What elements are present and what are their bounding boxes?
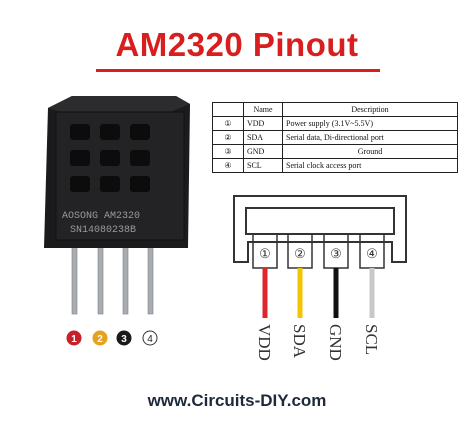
table-cell-number: ③ <box>212 144 244 159</box>
pin-badge-2-number: 2 <box>97 334 103 345</box>
title-underline <box>96 69 380 72</box>
table-row: ② SDA Serial data, Di-directional port <box>212 130 458 145</box>
page-title: AM2320 Pinout <box>115 26 359 63</box>
connector-pin-number-3: ③ <box>330 246 342 261</box>
vent-slot <box>70 150 90 166</box>
table-row: ① VDD Power supply (3.1V~5.5V) <box>212 116 458 131</box>
table-header-description: Description <box>282 102 458 117</box>
connector-pin-numbers: ① ② ③ ④ <box>259 246 378 261</box>
vent-slot <box>130 150 150 166</box>
wire-labels: VDD SDA GND SCL <box>255 324 381 361</box>
table-cell-name: VDD <box>243 116 283 131</box>
table-row: ④ SCL Serial clock access port <box>212 158 458 173</box>
connector-wires <box>262 268 375 318</box>
pin-badge-1-number: 1 <box>71 334 77 345</box>
sensor-lead-4 <box>147 237 154 315</box>
connector-pin-number-2: ② <box>294 246 306 261</box>
vent-slot <box>70 176 90 192</box>
table-header-row: Name Description <box>212 102 458 117</box>
table-cell-number: ④ <box>212 158 244 173</box>
sensor-leads <box>71 237 154 315</box>
sensor-lead-2 <box>97 237 104 315</box>
table-cell-number: ① <box>212 116 244 131</box>
wire-label-gnd: GND <box>326 324 345 361</box>
connector-inner-shell <box>245 207 395 235</box>
sensor-lead-1 <box>71 237 78 315</box>
pin-badge-3-number: 3 <box>121 334 127 345</box>
connector <box>233 195 407 269</box>
vent-slot <box>70 124 90 140</box>
wire-label-sda: SDA <box>290 324 309 359</box>
sensor-body: AOSONG AM2320 SN14080238B <box>44 96 190 248</box>
pin-badge-4 <box>142 330 158 346</box>
website-url: www.Circuits-DIY.com <box>147 391 327 410</box>
sensor-lead-3 <box>122 237 129 315</box>
pin-badge-2 <box>92 330 108 346</box>
wire-label-vdd: VDD <box>255 324 274 361</box>
pin-badge-4-number: 4 <box>147 334 153 345</box>
vent-slot <box>100 176 120 192</box>
table-cell-name: SCL <box>243 158 283 173</box>
table-row: ③ GND Ground <box>212 144 458 159</box>
vent-slot <box>130 176 150 192</box>
wire-label-scl: SCL <box>362 324 381 355</box>
table-cell-description: Power supply (3.1V~5.5V) <box>282 116 458 131</box>
sensor-marking-line1: AOSONG AM2320 <box>62 211 140 222</box>
table-header-name: Name <box>243 102 283 117</box>
table-cell-number: ② <box>212 130 244 145</box>
table-cell-description: Ground <box>282 144 458 159</box>
table-cell-description: Serial data, Di-directional port <box>282 130 458 145</box>
table-cell-name: GND <box>243 144 283 159</box>
vent-slot <box>130 124 150 140</box>
sensor-top-face <box>48 96 190 112</box>
sensor-vent-grid <box>70 124 150 192</box>
table-cell-description: Serial clock access port <box>282 158 458 173</box>
table-header-number <box>212 102 244 117</box>
pin-description-table: Name Description ① VDD Power supply (3.1… <box>212 102 458 173</box>
sensor-marking-line2: SN14080238B <box>70 225 136 236</box>
connector-pin-number-1: ① <box>259 246 271 261</box>
connector-outer-shell <box>233 195 407 263</box>
vent-slot <box>100 124 120 140</box>
table-cell-name: SDA <box>243 130 283 145</box>
pin-badges: 1 2 3 4 <box>66 330 158 346</box>
pin-badge-3 <box>116 330 132 346</box>
connector-pin-number-4: ④ <box>366 246 378 261</box>
pin-badge-1 <box>66 330 82 346</box>
vent-slot <box>100 150 120 166</box>
